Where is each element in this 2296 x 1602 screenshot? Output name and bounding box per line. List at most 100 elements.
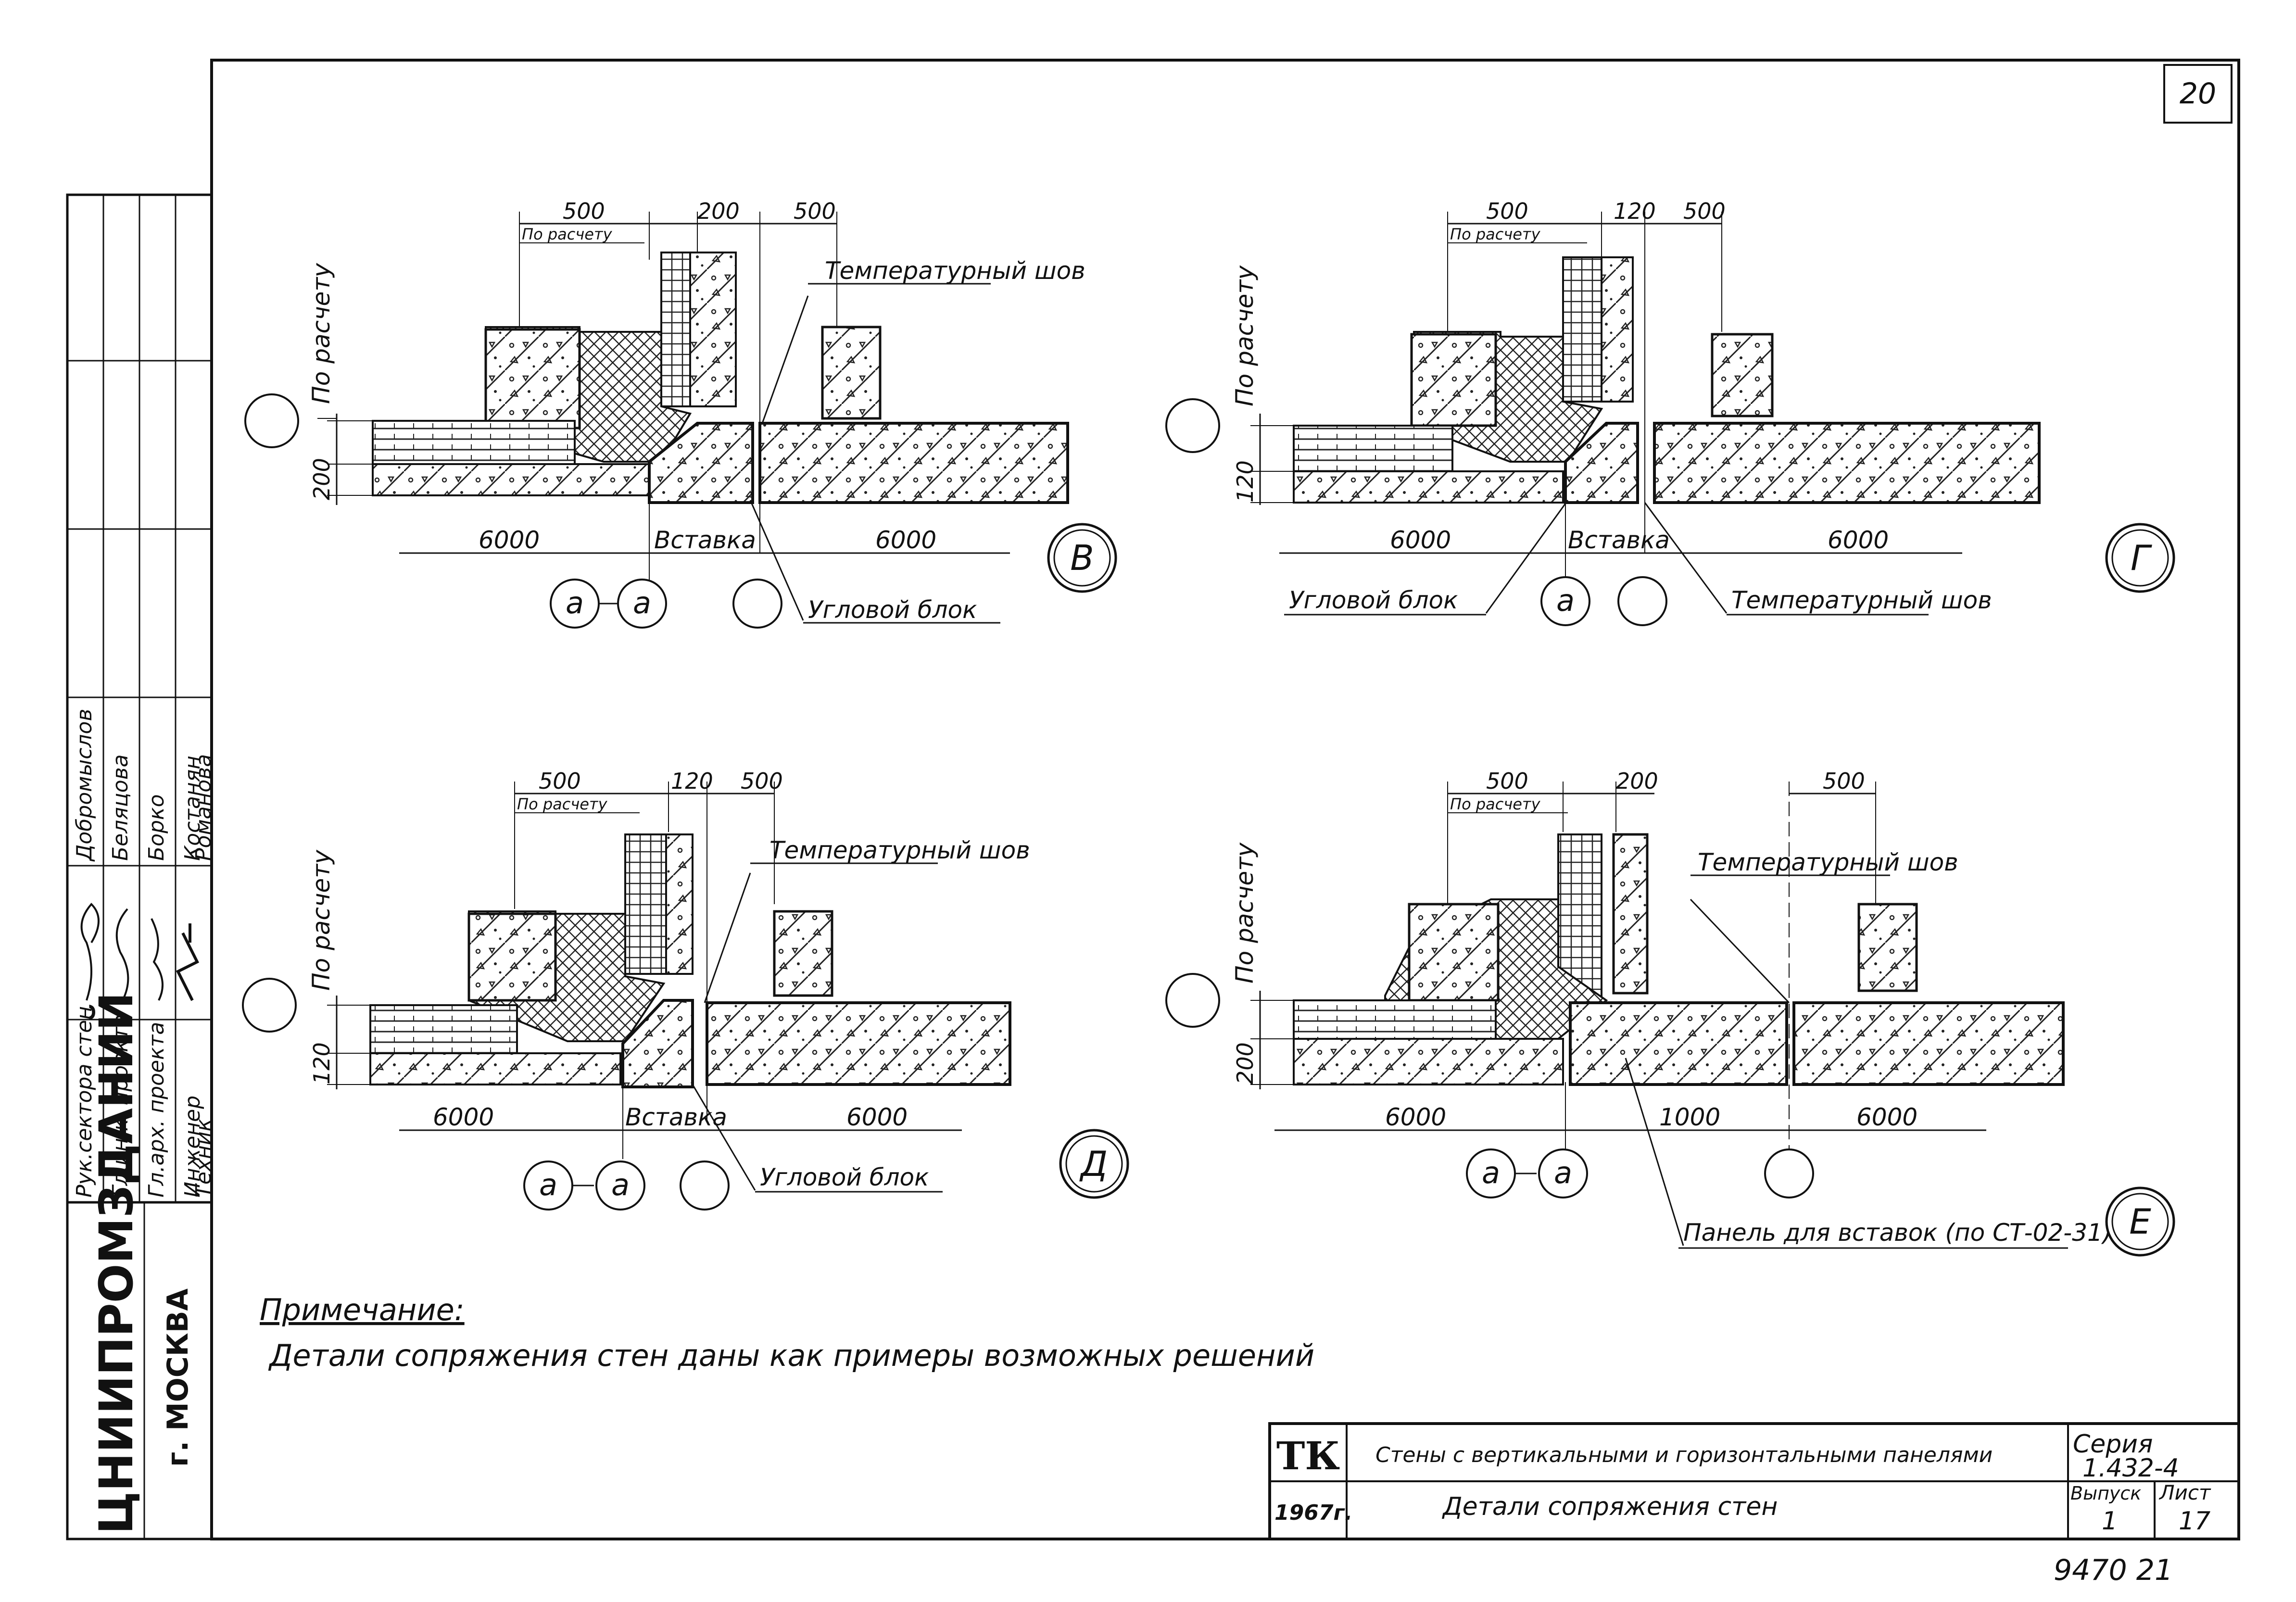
approval-role-3: Гл.арх. проекта (144, 1022, 169, 1198)
detail-letter: Е (2129, 1201, 2151, 1242)
side-dim: 120 (309, 1042, 335, 1085)
axis-bubble-left (1165, 973, 1220, 1028)
calc-note-v: По расчету (307, 263, 335, 404)
axis-bubble (732, 579, 782, 629)
doc-sheet-title: Детали сопряжения стен (1442, 1492, 1778, 1521)
axis-label-1: а (566, 585, 584, 620)
dim-bottom-1: 6000 (433, 1103, 494, 1131)
dim-top-2: 200 (1616, 768, 1658, 794)
axis-bubble-left (242, 978, 297, 1033)
axis-bubble-left (1165, 398, 1220, 453)
calc-note-h: По расчету (1450, 795, 1541, 813)
dim-bottom-2: 6000 (1828, 526, 1889, 554)
axis-label-1: а (1556, 583, 1575, 618)
dim-bottom-2: 6000 (875, 526, 936, 554)
approval-name-4: Костанян (180, 756, 205, 861)
dim-top-1: 500 (1486, 768, 1528, 794)
approval-name-3: Борко (144, 794, 169, 861)
sheet-value: 17 (2179, 1507, 2210, 1536)
dim-top-2: 120 (1614, 198, 1656, 224)
corner-block-label: Угловой блок (808, 596, 977, 624)
approval-role-5: Техник (191, 1119, 216, 1198)
note: Примечание: Детали сопряжения стен даны … (260, 1292, 1314, 1373)
dim-bottom-1: 6000 (1385, 1103, 1446, 1131)
side-stamp: Рук.сектора стен Гл.инж. проекта Гл.арх.… (66, 193, 216, 1540)
dim-top-2: 200 (697, 198, 740, 224)
axis-bubble (595, 1161, 645, 1211)
side-dim: 200 (1232, 1042, 1258, 1085)
doc-subject: Стены с вертикальными и горизонтальными … (1375, 1443, 1993, 1467)
dim-top-3: 500 (794, 198, 836, 224)
signature-3 (151, 918, 164, 1001)
joint-label: Температурный шов (1698, 848, 1958, 876)
axis-bubble (617, 579, 667, 629)
axis-label-2: а (1554, 1155, 1572, 1190)
dim-top-3: 500 (1683, 198, 1726, 224)
approval-name-2: Беляцова (108, 754, 133, 861)
calc-note-v: По расчету (307, 849, 335, 991)
insert-label: Вставка (654, 526, 756, 554)
detail-v: 500 200 500 По расчету 200 По расчету 60… (244, 198, 1117, 629)
dim-top-3: 500 (741, 768, 783, 794)
side-dim: 200 (309, 458, 335, 500)
dim-bottom-2: 1000 (1659, 1103, 1720, 1131)
axis-bubble (1617, 576, 1667, 626)
sheet-label: Лист (2158, 1481, 2211, 1504)
dim-bottom-1: 6000 (479, 526, 540, 554)
joint-label: Температурный шов (825, 257, 1085, 285)
inventory-number: 9470 21 (2054, 1553, 2173, 1587)
signature-4 (176, 923, 200, 1001)
approval-role-2: Гл.инж. проекта (108, 1014, 133, 1198)
corner-block-label: Угловой блок (1289, 586, 1458, 614)
side-dim: 120 (1232, 460, 1258, 503)
axis-label-1: а (539, 1167, 557, 1202)
calc-note-v: По расчету (1231, 842, 1259, 984)
signature-2 (115, 908, 129, 1001)
approval-role-1: Рук.сектора стен (72, 1006, 97, 1198)
note-title: Примечание: (260, 1292, 465, 1327)
axis-label-2: а (633, 585, 651, 620)
axis-label-1: а (1482, 1155, 1500, 1190)
axis-bubble (680, 1161, 730, 1211)
issue-label: Выпуск (2070, 1483, 2141, 1504)
organization-city: г. МОСКВА (161, 1288, 195, 1467)
corner-block-label: Угловой блок (760, 1163, 929, 1191)
approval-name-5: Романова (191, 754, 216, 861)
calc-note-v: По расчету (1231, 265, 1259, 406)
dim-bottom-3: 6000 (1856, 1103, 1918, 1131)
series-label: Серия (2073, 1430, 2153, 1459)
signature-1 (80, 903, 100, 1001)
insert-label: Вставка (1568, 526, 1670, 554)
panel-label: Панель для вставок (по СТ-02-31) (1683, 1219, 2112, 1247)
title-block: ТК 1967г. Стены с вертикальными и горизо… (1268, 1422, 2240, 1540)
series-value: 1.432-4 (2082, 1454, 2179, 1483)
dim-top-1: 500 (1486, 198, 1528, 224)
organization-name: ЦНИИПРОМЗДАНИЙ (89, 992, 143, 1534)
detail-g: 500 120 500 По расчету 120 По расчету 60… (1165, 198, 2175, 626)
sheet-number-box (2163, 64, 2233, 124)
calc-note-h: По расчету (1450, 225, 1541, 243)
dim-bottom-1: 6000 (1390, 526, 1451, 554)
detail-e: 500 200 500 По расчету 200 По расчету 60… (1165, 768, 2175, 1257)
detail-letter: Г (2131, 538, 2152, 578)
calc-note-h: По расчету (522, 225, 613, 243)
joint-label: Температурный шов (1731, 586, 1992, 614)
approval-name-1: Добромыслов (72, 709, 97, 862)
dim-top-3: 500 (1823, 768, 1865, 794)
dim-top-2: 120 (671, 768, 713, 794)
axis-bubble-left (244, 393, 299, 448)
sheet-frame (210, 59, 2240, 1540)
dim-top-1: 500 (539, 768, 581, 794)
axis-label-2: а (611, 1167, 630, 1202)
approval-role-4: Инженер (180, 1096, 205, 1198)
detail-letter: В (1070, 538, 1094, 578)
sheet-number: 20 (2180, 77, 2216, 111)
detail-d: 500 120 500 По расчету 120 По расчету 60… (242, 768, 1129, 1211)
calc-note-h: По расчету (517, 795, 608, 813)
joint-label: Температурный шов (770, 836, 1030, 864)
axis-bubble (1540, 576, 1590, 626)
doc-code: ТК (1276, 1433, 1340, 1478)
dim-bottom-2: 6000 (846, 1103, 908, 1131)
dim-top-1: 500 (563, 198, 605, 224)
